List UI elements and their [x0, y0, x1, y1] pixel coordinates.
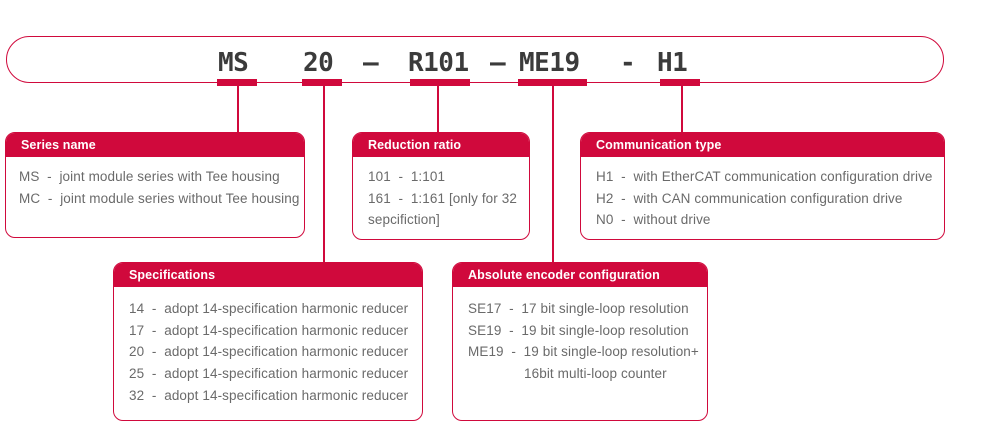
option-item-continuation: sepcifiction] [368, 212, 440, 228]
option-item-line: 101 - 1:101 [368, 169, 446, 184]
option-item: 32 - adopt 14-specification harmonic red… [129, 385, 416, 407]
code-segment-reduction-ratio: R101 [408, 48, 469, 78]
option-item: 25 - adopt 14-specification harmonic red… [129, 363, 416, 385]
option-item-line: MS - joint module series with Tee housin… [19, 169, 280, 184]
callout-specifications-title: Specifications [114, 263, 422, 287]
connector-line-encoder [552, 86, 554, 262]
code-separator-dash: - [620, 48, 636, 78]
option-item-line: H2 - with CAN communication configuratio… [596, 190, 903, 206]
option-item-line: SE17 - 17 bit single-loop resolution [468, 301, 689, 316]
callout-series-name-title: Series name [6, 133, 304, 157]
callout-series-name-body: MS - joint module series with Tee housin… [6, 157, 304, 209]
callout-specifications-body: 14 - adopt 14-specification harmonic red… [114, 287, 422, 407]
option-item-line: N0 - without drive [596, 212, 711, 228]
option-item: 17 - adopt 14-specification harmonic red… [129, 320, 416, 342]
model-code-pill [6, 36, 944, 83]
connector-line-specification [323, 86, 325, 262]
option-item-line: MC - joint module series without Tee hou… [19, 190, 300, 206]
option-item-line: SE19 - 19 bit single-loop resolution [468, 322, 689, 338]
connector-line-reduction-ratio [437, 86, 439, 132]
code-underline-specification [302, 79, 342, 86]
code-segment-encoder: ME19 [519, 48, 580, 78]
callout-communication-type-title: Communication type [581, 133, 944, 157]
code-underline-series [217, 79, 257, 86]
code-separator-dash: – [490, 48, 506, 78]
option-item-line: 161 - 1:161 [only for 32 [368, 190, 517, 206]
option-item: 101 - 1:101 [368, 166, 527, 188]
option-item: MC - joint module series without Tee hou… [19, 188, 300, 210]
code-segment-communication: H1 [657, 48, 688, 78]
callout-absolute-encoder-configuration: Absolute encoder configuration SE17 - 17… [452, 262, 708, 421]
callout-series-name: Series name MS - joint module series wit… [5, 132, 305, 238]
option-item-line: 20 - adopt 14-specification harmonic red… [129, 344, 409, 360]
callout-communication-type-body: H1 - with EtherCAT communication configu… [581, 157, 944, 231]
callout-absolute-encoder-configuration-title: Absolute encoder configuration [453, 263, 707, 287]
option-item: H1 - with EtherCAT communication configu… [596, 166, 938, 188]
option-item: MS - joint module series with Tee housin… [19, 166, 298, 188]
connector-line-series [237, 86, 239, 132]
option-item: 14 - adopt 14-specification harmonic red… [129, 298, 416, 320]
option-item-continuation: 16bit multi-loop counter [524, 366, 667, 382]
callout-reduction-ratio-title: Reduction ratio [353, 133, 529, 157]
code-segment-series: MS [218, 48, 249, 78]
option-item: SE17 - 17 bit single-loop resolution [468, 298, 705, 320]
code-underline-reduction-ratio [410, 79, 470, 86]
option-item-line: ME19 - 19 bit single-loop resolution+ [468, 344, 699, 360]
code-underline-encoder [518, 79, 587, 86]
code-segment-specification: 20 [303, 48, 334, 78]
connector-line-communication [681, 86, 683, 132]
option-item: 20 - adopt 14-specification harmonic red… [129, 341, 416, 363]
code-separator-dash: – [363, 48, 379, 78]
callout-communication-type: Communication type H1 - with EtherCAT co… [580, 132, 945, 240]
option-item-line: 14 - adopt 14-specification harmonic red… [129, 301, 409, 316]
option-item: N0 - without drive [596, 209, 938, 231]
option-item: 161 - 1:161 [only for 32 sepcifiction] [368, 188, 527, 231]
option-item-line: H1 - with EtherCAT communication configu… [596, 169, 933, 184]
option-item: ME19 - 19 bit single-loop resolution+ 16b… [468, 341, 705, 384]
code-underline-communication [660, 79, 700, 86]
callout-reduction-ratio: Reduction ratio 101 - 1:101 161 - 1:161 [… [352, 132, 530, 240]
option-item-line: 17 - adopt 14-specification harmonic red… [129, 322, 409, 338]
option-item: SE19 - 19 bit single-loop resolution [468, 320, 705, 342]
option-item-line: 25 - adopt 14-specification harmonic red… [129, 366, 409, 382]
option-item: H2 - with CAN communication configuratio… [596, 188, 938, 210]
callout-specifications: Specifications 14 - adopt 14-specificati… [113, 262, 423, 421]
option-item-line: 32 - adopt 14-specification harmonic red… [129, 387, 409, 403]
callout-reduction-ratio-body: 101 - 1:101 161 - 1:161 [only for 32 sepci… [353, 157, 529, 231]
